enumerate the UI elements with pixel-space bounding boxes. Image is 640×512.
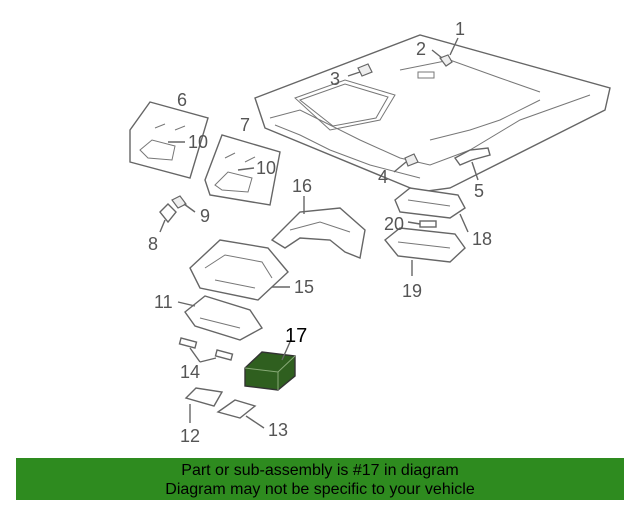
handle-part-5 xyxy=(453,147,491,166)
module-part-17 xyxy=(244,351,296,391)
label-part-20: 20 xyxy=(384,214,404,234)
label-part-19: 19 xyxy=(402,281,422,301)
label-part-2: 2 xyxy=(416,39,426,59)
label-part-17: 17 xyxy=(285,325,307,347)
leader-lines xyxy=(159,37,479,429)
info-banner: Part or sub-assembly is #17 in diagram D… xyxy=(16,458,624,500)
label-part-1: 1 xyxy=(455,19,465,39)
maplight-part-18 xyxy=(394,187,466,219)
clip-part-8 xyxy=(159,203,177,224)
label-part-18: 18 xyxy=(472,229,492,249)
label-part-10b: 10 xyxy=(256,158,276,178)
label-part-12: 12 xyxy=(180,426,200,446)
bulbs-part-14 xyxy=(178,337,234,361)
bulb-part-20 xyxy=(419,220,437,228)
banner-line-part-number: Part or sub-assembly is #17 in diagram xyxy=(181,462,459,479)
bracket-part-16 xyxy=(270,207,366,259)
banner-line-disclaimer: Diagram may not be specific to your vehi… xyxy=(165,481,475,498)
clip-part-9 xyxy=(171,195,187,209)
label-part-10a: 10 xyxy=(188,132,208,152)
label-part-9: 9 xyxy=(200,206,210,226)
lamp-part-12 xyxy=(184,387,224,407)
label-part-5: 5 xyxy=(474,181,484,201)
label-part-4: 4 xyxy=(378,167,388,187)
label-part-6: 6 xyxy=(177,90,187,110)
label-part-13: 13 xyxy=(268,420,288,440)
parts-diagram: 1 2 3 4 5 6 7 8 9 10 10 11 12 13 14 15 1… xyxy=(129,19,611,446)
lens-part-19 xyxy=(384,227,466,263)
label-part-7: 7 xyxy=(240,115,250,135)
clip-part-4 xyxy=(404,153,419,167)
console-part-15 xyxy=(189,239,289,301)
label-part-15: 15 xyxy=(294,277,314,297)
label-part-14: 14 xyxy=(180,362,200,382)
sunvisor-part-6 xyxy=(129,101,209,179)
label-part-16: 16 xyxy=(292,176,312,196)
clip-part-3 xyxy=(357,63,373,77)
lens-part-13 xyxy=(216,399,257,419)
label-part-3: 3 xyxy=(330,69,340,89)
clip-part-2 xyxy=(439,54,453,67)
console-part-11 xyxy=(184,295,264,341)
headliner-part-1 xyxy=(254,34,611,193)
label-part-8: 8 xyxy=(148,234,158,254)
label-part-11: 11 xyxy=(154,292,173,312)
